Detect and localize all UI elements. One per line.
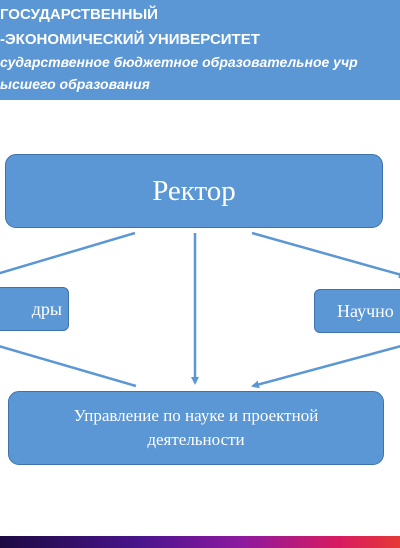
connector-left-to-bottom [0, 345, 137, 388]
node-scientific: Научно [314, 289, 400, 333]
institution-type-line-2: ысшего образования [0, 76, 150, 92]
university-name-line-1: ГОСУДАРСТВЕННЫЙ [0, 6, 158, 23]
connector-rector-to-left [0, 231, 136, 275]
connector-right-to-bottom [251, 345, 400, 389]
connector-rector-to-right [251, 231, 400, 279]
university-name-line-2: -ЭКОНОМИЧЕСКИЙ УНИВЕРСИТЕТ [0, 31, 260, 48]
node-departments: дры [0, 287, 69, 331]
header-banner: ГОСУДАРСТВЕННЫЙ -ЭКОНОМИЧЕСКИЙ УНИВЕРСИТ… [0, 0, 400, 100]
footer-gradient-bar [0, 536, 400, 548]
node-rector: Ректор [5, 154, 383, 228]
institution-type-line-1: сударственное бюджетное образовательное … [0, 54, 358, 70]
node-research-management: Управление по науке и проектной деятельн… [8, 391, 384, 465]
